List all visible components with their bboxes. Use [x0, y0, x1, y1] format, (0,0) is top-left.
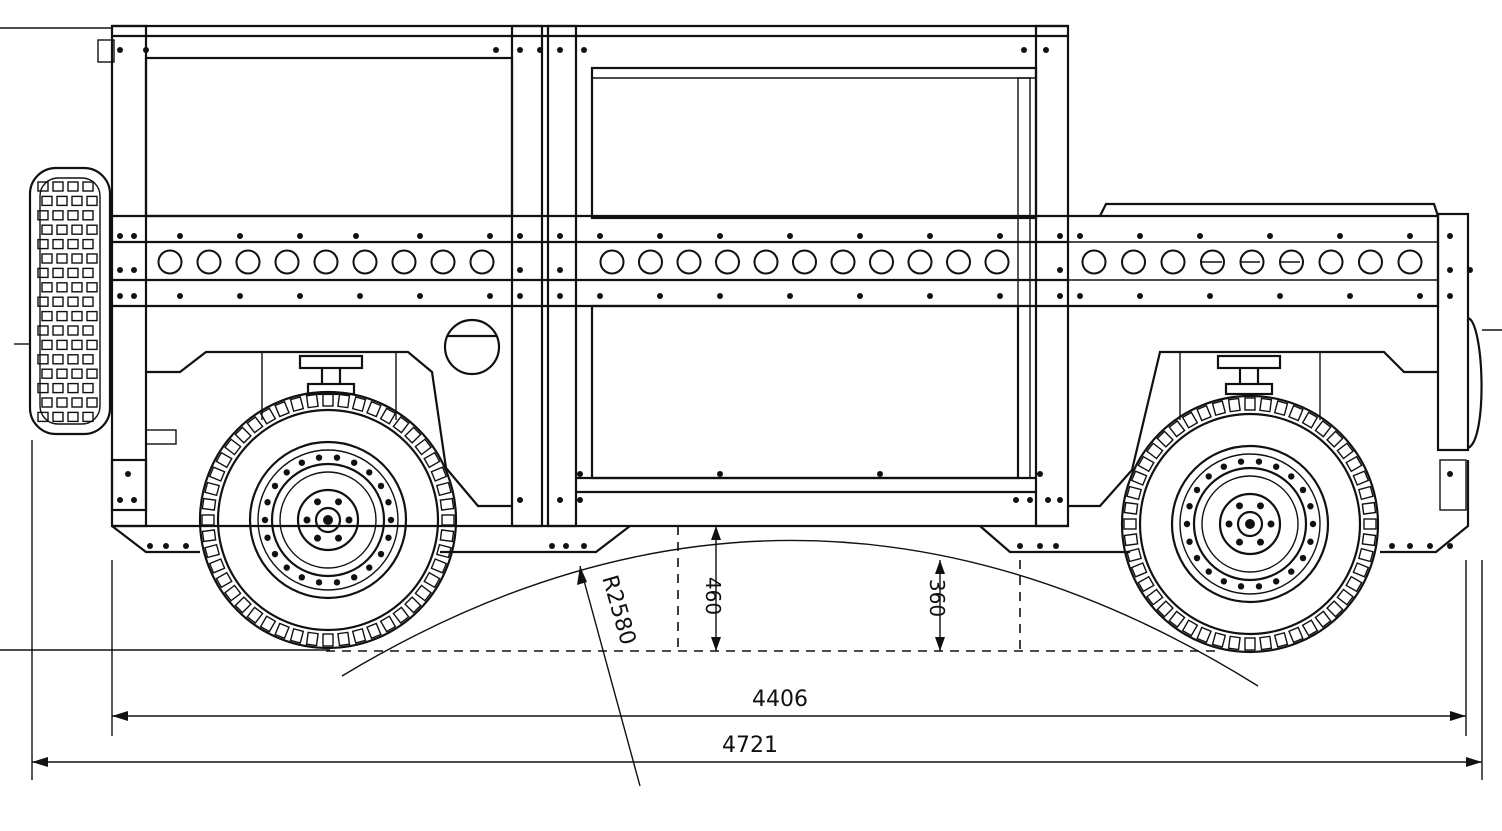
porthole: [1397, 249, 1423, 275]
porthole: [235, 249, 261, 275]
porthole: [1160, 249, 1186, 275]
porthole: [792, 249, 817, 275]
porthole: [1358, 249, 1383, 275]
dimension-4406: 4406: [752, 687, 808, 712]
porthole: [907, 249, 933, 275]
dimension-4721: 4721: [722, 733, 778, 758]
porthole: [157, 249, 183, 275]
porthole: [352, 249, 378, 275]
porthole: [313, 249, 339, 275]
porthole: [1081, 249, 1107, 275]
porthole: [430, 249, 456, 275]
porthole: [753, 249, 779, 275]
dimension-460: 460: [701, 577, 725, 615]
porthole: [469, 249, 495, 275]
rear-wheel: [198, 390, 458, 650]
porthole: [599, 249, 625, 275]
rivets: [117, 47, 1473, 549]
front-wheel: [1120, 394, 1380, 654]
porthole: [830, 249, 856, 275]
porthole: [274, 249, 300, 275]
porthole: [869, 249, 894, 275]
porthole: [946, 249, 971, 275]
dimension-radius: R2580: [596, 573, 640, 648]
dimension-lines: [0, 27, 1502, 787]
porthole: [391, 249, 417, 275]
porthole: [676, 249, 702, 275]
porthole: [715, 249, 740, 275]
porthole: [638, 249, 663, 275]
porthole: [984, 249, 1010, 275]
spare-tire: [28, 39, 115, 436]
porthole: [196, 249, 222, 275]
porthole: [1318, 249, 1344, 275]
porthole-row: [157, 249, 1423, 275]
dimension-360: 360: [925, 579, 949, 617]
porthole: [1121, 249, 1146, 275]
